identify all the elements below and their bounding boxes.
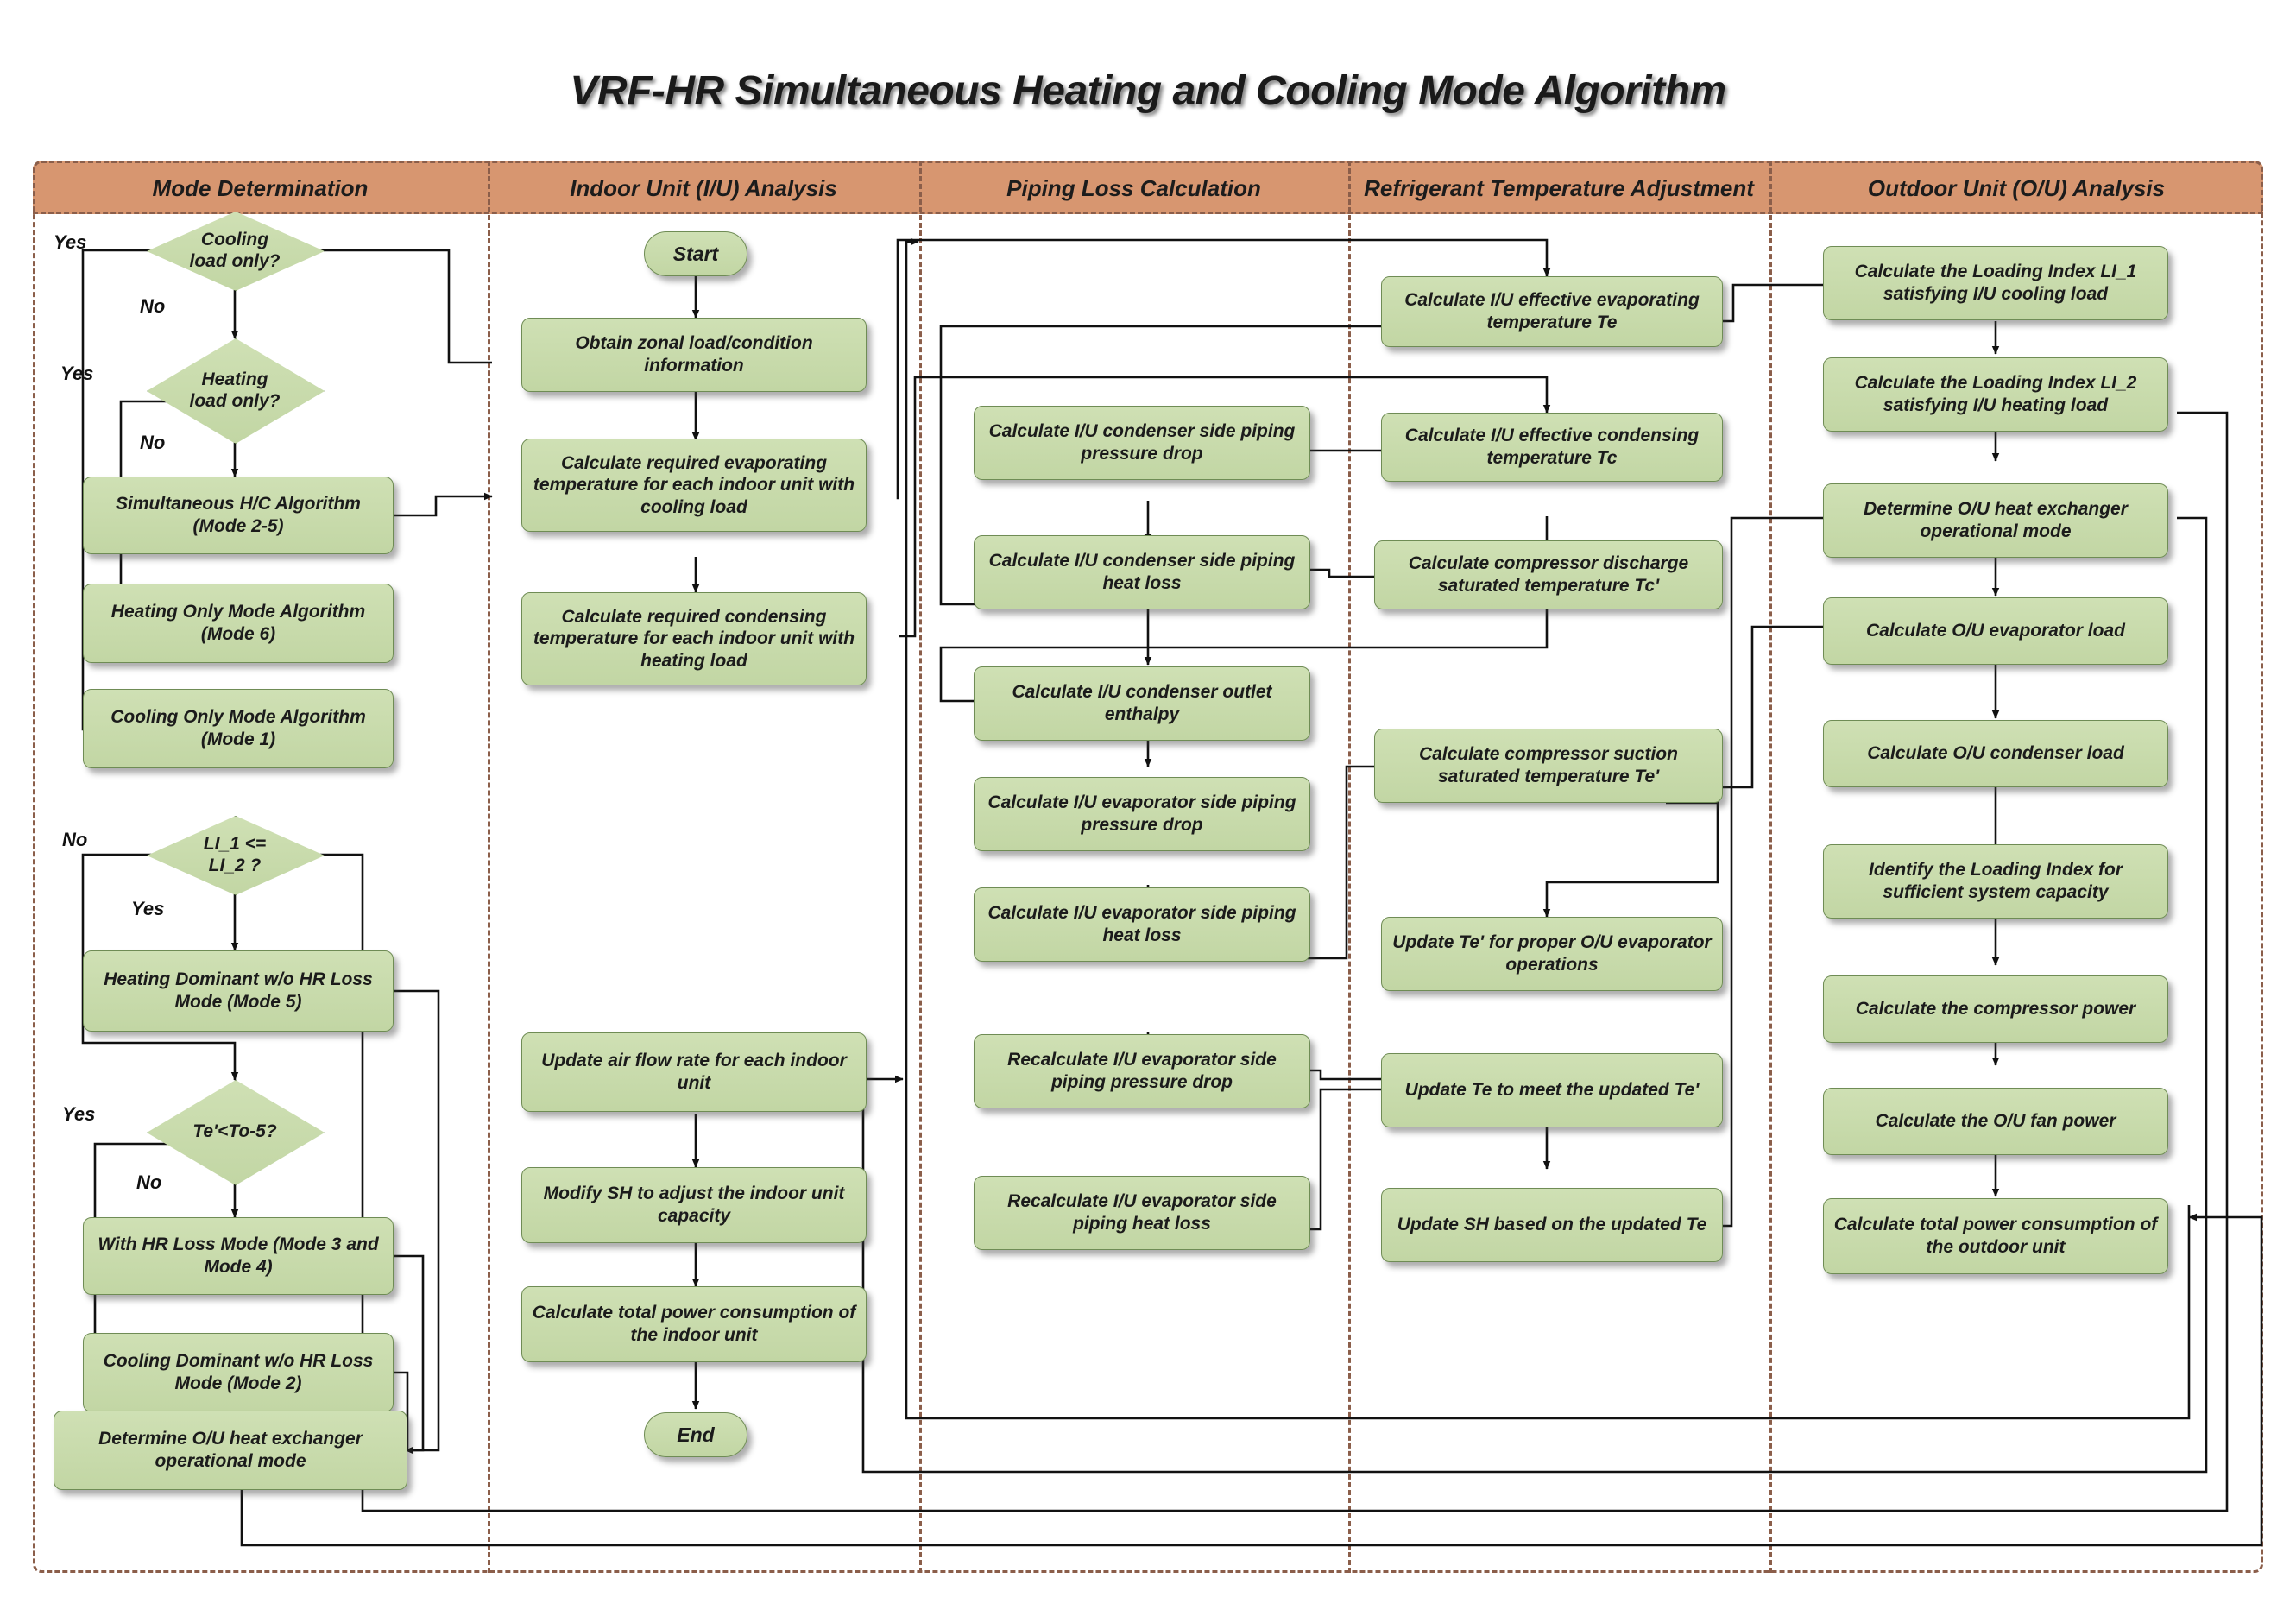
edge-label-li-no: No (62, 829, 88, 850)
edge-label-heating-yes: Yes (60, 363, 94, 384)
lane-title-refrigerant-temp: Refrigerant Temperature Adjustment (1364, 175, 1754, 201)
node-heating-dominant-mode5[interactable]: Heating Dominant w/o HR Loss Mode (Mode … (83, 950, 394, 1032)
node-calc-compressor-suction-saturated-temp[interactable]: Calculate compressor suction saturated t… (1374, 729, 1723, 803)
lane-title-indoor-unit: Indoor Unit (I/U) Analysis (570, 175, 837, 201)
node-iu-evaporator-piping-heat-loss[interactable]: Calculate I/U evaporator side piping hea… (974, 887, 1310, 962)
lane-divider-4 (1769, 161, 1772, 1573)
lane-divider-1 (488, 161, 490, 1573)
node-iu-condenser-piping-pressure-drop[interactable]: Calculate I/U condenser side piping pres… (974, 406, 1310, 480)
node-recalc-evaporator-piping-pressure-drop[interactable]: Recalculate I/U evaporator side piping p… (974, 1034, 1310, 1108)
edge-label-te-yes: Yes (62, 1103, 96, 1125)
node-calc-required-evaporating-temp[interactable]: Calculate required evaporating temperatu… (521, 439, 867, 532)
decision-label: Te'<To-5? (192, 1121, 277, 1142)
node-calc-compressor-power[interactable]: Calculate the compressor power (1823, 975, 2168, 1043)
node-calc-total-power-indoor-unit[interactable]: Calculate total power consumption of the… (521, 1286, 867, 1362)
decision-label: LI_1 <= LI_2 ? (203, 833, 267, 875)
edge-label-cooling-yes: Yes (54, 231, 87, 253)
node-update-air-flow-rate[interactable]: Update air flow rate for each indoor uni… (521, 1032, 867, 1112)
node-iu-condenser-outlet-enthalpy[interactable]: Calculate I/U condenser outlet enthalpy (974, 666, 1310, 741)
node-simultaneous-hc-algorithm[interactable]: Simultaneous H/C Algorithm (Mode 2-5) (83, 477, 394, 554)
node-update-sh-based-on-updated-te[interactable]: Update SH based on the updated Te (1381, 1188, 1723, 1262)
page-title: VRF-HR Simultaneous Heating and Cooling … (570, 68, 1726, 114)
decision-li1-le-li2[interactable]: LI_1 <= LI_2 ? (147, 816, 325, 895)
swimlane-header-band (33, 161, 2263, 214)
lane-title-mode-determination: Mode Determination (152, 175, 369, 201)
node-calc-iu-effective-condensing-temp[interactable]: Calculate I/U effective condensing tempe… (1381, 413, 1723, 482)
lane-divider-3 (1348, 161, 1351, 1573)
node-identify-loading-index-capacity[interactable]: Identify the Loading Index for sufficien… (1823, 844, 2168, 919)
node-cooling-only-mode-algorithm[interactable]: Cooling Only Mode Algorithm (Mode 1) (83, 689, 394, 768)
node-with-hr-loss-mode-3-4[interactable]: With HR Loss Mode (Mode 3 and Mode 4) (83, 1217, 394, 1295)
lane-divider-2 (919, 161, 922, 1573)
node-modify-sh-indoor-capacity[interactable]: Modify SH to adjust the indoor unit capa… (521, 1167, 867, 1243)
node-start[interactable]: Start (644, 231, 747, 276)
edge-label-te-no: No (136, 1171, 162, 1193)
node-heating-only-mode-algorithm[interactable]: Heating Only Mode Algorithm (Mode 6) (83, 584, 394, 663)
decision-heating-load-only[interactable]: Heating load only? (147, 338, 325, 444)
decision-cooling-load-only[interactable]: Cooling load only? (147, 212, 325, 291)
node-determine-ou-heat-exchanger-mode-right[interactable]: Determine O/U heat exchanger operational… (1823, 483, 2168, 558)
node-update-te-to-meet-updated-te-prime[interactable]: Update Te to meet the updated Te' (1381, 1053, 1723, 1127)
edge-label-li-yes: Yes (131, 898, 165, 919)
node-iu-evaporator-piping-pressure-drop[interactable]: Calculate I/U evaporator side piping pre… (974, 777, 1310, 851)
node-end[interactable]: End (644, 1412, 747, 1457)
node-cooling-dominant-mode2[interactable]: Cooling Dominant w/o HR Loss Mode (Mode … (83, 1333, 394, 1412)
node-iu-condenser-piping-heat-loss[interactable]: Calculate I/U condenser side piping heat… (974, 535, 1310, 609)
node-calc-loading-index-li1[interactable]: Calculate the Loading Index LI_1 satisfy… (1823, 246, 2168, 320)
node-calc-required-condensing-temp[interactable]: Calculate required condensing temperatur… (521, 592, 867, 685)
decision-label: Heating load only? (189, 369, 281, 411)
node-calc-iu-effective-evaporating-temp[interactable]: Calculate I/U effective evaporating temp… (1381, 276, 1723, 347)
node-calc-ou-evaporator-load[interactable]: Calculate O/U evaporator load (1823, 597, 2168, 665)
decision-te-prime-lt-to-minus-5[interactable]: Te'<To-5? (147, 1080, 325, 1185)
edge-label-heating-no: No (140, 432, 166, 453)
node-recalc-evaporator-piping-heat-loss[interactable]: Recalculate I/U evaporator side piping h… (974, 1176, 1310, 1250)
node-calc-ou-fan-power[interactable]: Calculate the O/U fan power (1823, 1088, 2168, 1155)
node-obtain-zonal-load-condition[interactable]: Obtain zonal load/condition information (521, 318, 867, 392)
node-calc-loading-index-li2[interactable]: Calculate the Loading Index LI_2 satisfy… (1823, 357, 2168, 432)
lane-title-piping-loss: Piping Loss Calculation (1006, 175, 1261, 201)
edge-label-cooling-no: No (140, 295, 166, 317)
node-calc-total-power-outdoor-unit[interactable]: Calculate total power consumption of the… (1823, 1198, 2168, 1274)
decision-label: Cooling load only? (189, 229, 281, 271)
node-update-te-prime-for-ou-evaporator[interactable]: Update Te' for proper O/U evaporator ope… (1381, 917, 1723, 991)
node-determine-ou-heat-exchanger-mode-left[interactable]: Determine O/U heat exchanger operational… (54, 1411, 407, 1490)
lane-title-outdoor-unit: Outdoor Unit (O/U) Analysis (1867, 175, 2166, 201)
node-calc-compressor-discharge-saturated-temp[interactable]: Calculate compressor discharge saturated… (1374, 540, 1723, 609)
node-calc-ou-condenser-load[interactable]: Calculate O/U condenser load (1823, 720, 2168, 787)
